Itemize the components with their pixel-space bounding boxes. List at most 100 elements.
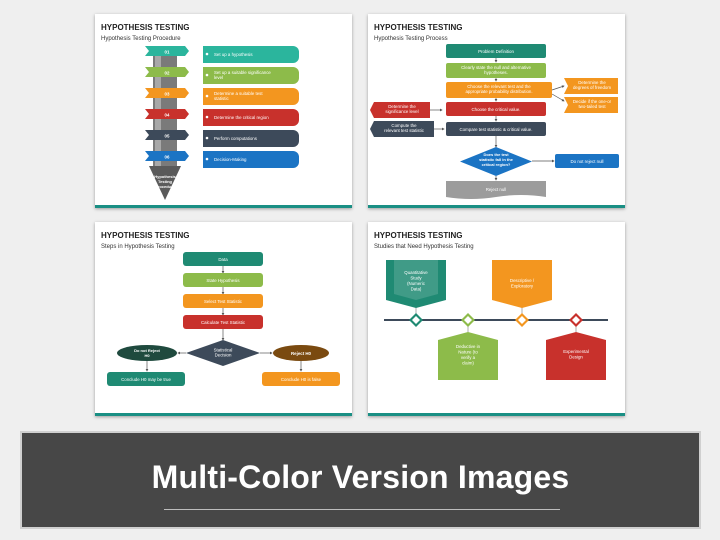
slide-thumbnail-procedure[interactable]: HYPOTHESIS TESTING Hypothesis Testing Pr… [95,14,352,208]
step-box [203,88,299,105]
svg-text:Data: Data [218,257,228,262]
svg-text:Choose the critical value.: Choose the critical value. [471,107,520,112]
step-text: Decision-Making [214,157,247,162]
node-data: Data [183,252,263,266]
step-04: 04 Determine the critical region [145,109,299,126]
node-reject: Reject null [446,181,546,199]
slide-thumbnail-studies[interactable]: HYPOTHESIS TESTING Studies that Need Hyp… [368,222,625,416]
slide-thumbnail-process[interactable]: HYPOTHESIS TESTING Hypothesis Testing Pr… [368,14,625,208]
node-conclude-false: Conclude H0 is false [262,372,340,386]
svg-text:Descriptive /Exploratory: Descriptive /Exploratory [510,278,535,289]
node-state-hypothesis: State Hypothesis [183,273,263,287]
slide-title: HYPOTHESIS TESTING [374,231,462,240]
slide-title: HYPOTHESIS TESTING [374,23,462,32]
step-number: 03 [165,92,170,97]
step-box [203,130,299,147]
step-box [203,67,299,84]
down-arrow [149,166,181,200]
step-text: Determine the critical region [214,115,269,120]
step-06: 06 Decision-Making [145,151,299,168]
svg-text:Compare test statistic & criti: Compare test statistic & critical value. [460,127,533,132]
slide-thumbnail-steps[interactable]: HYPOTHESIS TESTING Steps in Hypothesis T… [95,222,352,416]
node-reject: Reject H0 [273,345,329,361]
banner-title: Multi-Color Version Images [151,459,570,495]
slide-subtitle: Studies that Need Hypothesis Testing [374,244,474,250]
svg-text:Select Test Statistic: Select Test Statistic [204,299,243,304]
study-descriptive: Descriptive /Exploratory [492,260,552,308]
node-problem-definition: Problem Definition [446,44,546,58]
process-flowchart: HYPOTHESIS TESTING Hypothesis Testing Pr… [370,23,619,199]
slide-footer-bar [368,413,625,416]
step-05: 05 Perform computations [145,130,299,147]
svg-text:Conclude H0 may be true: Conclude H0 may be true [121,377,171,382]
slide-subtitle: Hypothesis Testing Procedure [101,36,181,42]
step-number: 06 [165,155,170,160]
svg-text:Do not reject null: Do not reject null [571,159,604,164]
slide-title: HYPOTHESIS TESTING [101,23,189,32]
timeline-marker-1 [409,313,423,327]
step-num-band [145,46,189,56]
svg-text:Choose the relevant test and t: Choose the relevant test and theappropri… [465,84,532,94]
step-number: 05 [165,134,170,139]
node-calculate-statistic: Calculate Test Statistic [183,315,263,329]
slide-subtitle: Hypothesis Testing Process [374,36,448,42]
step-number: 04 [165,113,170,118]
step-number: 01 [165,50,170,55]
svg-text:State Hypothesis: State Hypothesis [206,278,240,283]
slide-footer-bar [95,413,352,416]
svg-text:Calculate Test Statistic: Calculate Test Statistic [201,320,246,325]
procedure-diagram: HYPOTHESIS TESTING Hypothesis Testing Pr… [101,23,299,200]
timeline-marker-4 [569,313,583,327]
studies-timeline: HYPOTHESIS TESTING Studies that Need Hyp… [374,231,608,380]
svg-text:Clearly state the null and alt: Clearly state the null and alternativehy… [461,65,531,75]
svg-text:Reject null: Reject null [486,187,507,192]
step-text: Perform computations [214,136,258,141]
node-compare: Compare test statistic & critical value. [446,122,546,136]
slide-footer-bar [368,205,625,208]
step-box [203,46,299,63]
step-text: Set up a hypothesis [214,52,253,57]
slide-subtitle: Steps in Hypothesis Testing [101,244,175,250]
caption-banner: Multi-Color Version Images [20,431,701,529]
node-no-reject: Do not reject null [555,154,619,168]
node-choose-critical: Choose the critical value. [446,102,546,116]
slide-title: HYPOTHESIS TESTING [101,231,189,240]
step-number: 02 [165,71,170,76]
svg-text:Problem Definition: Problem Definition [478,49,514,54]
node-conclude-true: Conclude H0 may be true [107,372,185,386]
step-01: 01 Set up a hypothesis [145,46,299,63]
svg-text:Conclude H0 is false: Conclude H0 is false [281,377,322,382]
slide-footer-bar [95,205,352,208]
timeline-marker-2 [461,313,475,327]
svg-text:Reject H0: Reject H0 [291,351,312,356]
steps-flowchart: HYPOTHESIS TESTING Steps in Hypothesis T… [101,231,340,386]
banner-underline [164,509,560,510]
timeline-marker-3 [515,313,529,327]
